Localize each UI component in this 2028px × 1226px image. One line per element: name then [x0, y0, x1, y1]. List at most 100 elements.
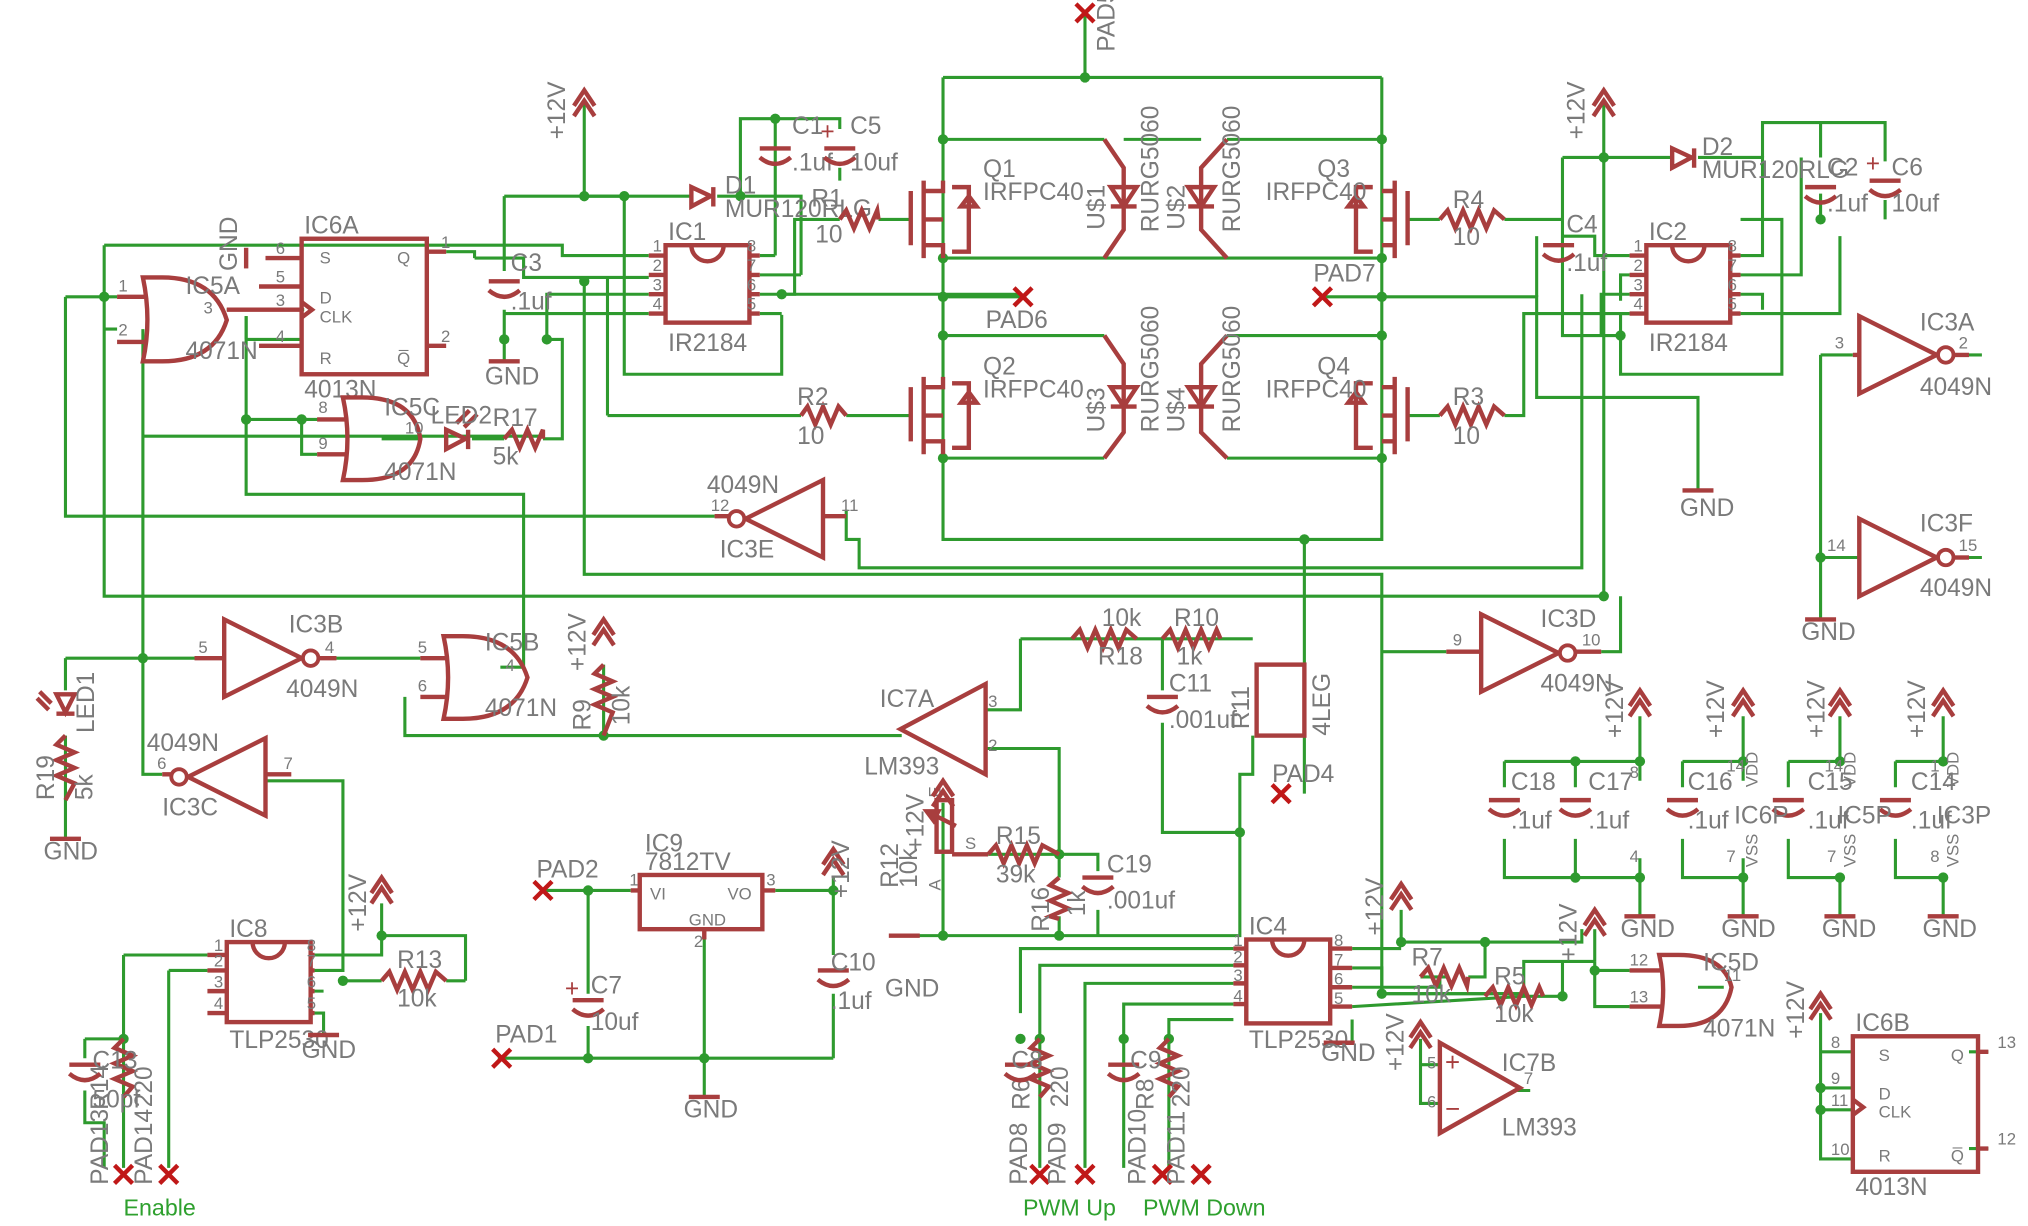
svg-text:+12V: +12V [1703, 680, 1730, 739]
gnd-11: GND [1822, 914, 1876, 943]
svg-text:9: 9 [1831, 1069, 1840, 1088]
svg-text:10k: 10k [608, 685, 635, 725]
ic9-name: IC9 [645, 831, 683, 858]
vcc-8: +12V [1556, 903, 1607, 961]
ic3e: 4049N IC3E 12 11 [707, 472, 859, 564]
svg-text:10: 10 [1831, 1140, 1850, 1159]
svg-text:5: 5 [1334, 989, 1343, 1008]
svg-text:A: A [925, 878, 944, 890]
svg-text:12: 12 [1997, 1130, 2016, 1149]
svg-text:VDD: VDD [1742, 752, 1761, 787]
ic3b: IC3B 4049N 5 4 [194, 611, 358, 703]
svg-text:8: 8 [1831, 1033, 1840, 1052]
net-enable: Enable [124, 1195, 196, 1221]
vcc-10: +12V [1602, 680, 1653, 738]
svg-text:PAD14: PAD14 [131, 1109, 158, 1185]
vcc-2: +12V [1563, 81, 1616, 139]
svg-text:2: 2 [441, 327, 450, 346]
svg-text:4: 4 [1630, 847, 1639, 866]
svg-text:C11: C11 [1169, 671, 1212, 698]
svg-text:2: 2 [118, 321, 127, 340]
vcc-5: +12V [903, 776, 956, 852]
pad10: PAD10 [1125, 1109, 1173, 1185]
us3-name: U$3 [1083, 387, 1110, 432]
svg-text:.1uf: .1uf [792, 149, 833, 176]
ic1-name: IC1 [668, 219, 706, 246]
svg-text:VDD: VDD [1840, 752, 1859, 787]
q4: Q4 IRFPC40 [1266, 353, 1410, 455]
svg-text:PAD7: PAD7 [1313, 260, 1375, 287]
svg-text:10k: 10k [397, 986, 437, 1013]
svg-text:C13: C13 [93, 1048, 138, 1075]
ic8-name: IC8 [229, 916, 267, 943]
ic3c-name: IC3C [162, 795, 218, 822]
svg-text:220: 220 [1047, 1066, 1074, 1107]
gnd-3: GND [1801, 617, 1856, 646]
svg-text:GND: GND [1923, 916, 1977, 943]
gnd-4: GND [44, 836, 98, 865]
ic3f: IC3F 4049N 14 15 [1827, 511, 1992, 603]
svg-text:VSS: VSS [1742, 834, 1761, 868]
net-labels: Enable PWM Up PWM Down [124, 1195, 1266, 1221]
svg-text:10k: 10k [896, 848, 923, 888]
svg-text:C9: C9 [1130, 1048, 1161, 1075]
svg-text:R2: R2 [797, 384, 828, 411]
q4-part: IRFPC40 [1266, 376, 1367, 403]
svg-text:R16: R16 [1028, 887, 1055, 932]
ic4: IC4 TLP2530 1 2 3 4 8 7 6 5 [1233, 913, 1353, 1054]
gnd-8: GND [1321, 1040, 1375, 1067]
svg-text:R17: R17 [493, 405, 538, 432]
q2: Q2 IRFPC40 [908, 353, 1084, 455]
svg-text:S: S [965, 834, 976, 853]
us3-part: RURG5060 [1138, 306, 1165, 433]
svg-text:10: 10 [1453, 423, 1480, 450]
svg-text:9: 9 [1453, 630, 1462, 649]
svg-text:C10: C10 [831, 949, 876, 976]
q2-name: Q2 [983, 353, 1016, 380]
svg-text:R4: R4 [1453, 187, 1484, 214]
supply-pins: 84 IC6P 14 VDD 7 VSS IC5P 14 VDD 7 VSS I… [1630, 752, 1992, 867]
svg-text:PAD1: PAD1 [495, 1022, 557, 1049]
svg-text:4: 4 [276, 327, 285, 346]
svg-text:+: + [820, 118, 834, 145]
svg-text:10: 10 [1582, 630, 1601, 649]
svg-text:2: 2 [988, 736, 997, 755]
svg-text:5: 5 [1728, 295, 1737, 314]
ic7b: + − IC7B LM393 5 6 7 [1427, 1038, 1577, 1142]
svg-text:R7: R7 [1411, 944, 1442, 971]
svg-text:+12V: +12V [903, 793, 930, 852]
svg-text:PAD11: PAD11 [1163, 1111, 1190, 1185]
svg-text:10: 10 [815, 222, 842, 249]
svg-text:4: 4 [506, 656, 515, 675]
svg-text:7: 7 [1334, 950, 1343, 969]
ic3d: IC3D 4049N 9 10 [1446, 606, 1613, 698]
svg-text:13: 13 [1630, 988, 1649, 1007]
q3-part: IRFPC40 [1266, 179, 1367, 206]
svg-text:GND: GND [1801, 619, 1855, 646]
us1: U$1 RURG5060 [1083, 106, 1165, 260]
net-pwm-up: PWM Up [1023, 1195, 1116, 1221]
us4-part: RURG5060 [1219, 306, 1246, 433]
pad5: PAD5 [1074, 0, 1121, 52]
svg-text:7: 7 [1524, 1069, 1533, 1088]
svg-text:1k: 1k [1177, 644, 1204, 671]
svg-text:R14: R14 [87, 1065, 114, 1110]
gnd-5: GND [885, 933, 939, 1002]
svg-text:1k: 1k [1064, 890, 1091, 917]
ic4-part: TLP2530 [1249, 1027, 1348, 1054]
vcc-7: +12V [1362, 877, 1414, 936]
ic5b-part: 4071N [485, 695, 557, 722]
svg-text:C17: C17 [1588, 769, 1633, 796]
ic3e-part: 4049N [707, 472, 779, 499]
vcc-12: +12V [1803, 680, 1853, 738]
svg-text:7: 7 [307, 952, 316, 971]
svg-text:10k: 10k [1411, 982, 1451, 1009]
svg-text:1: 1 [653, 237, 662, 256]
svg-text:C3: C3 [511, 250, 542, 277]
svg-text:C19: C19 [1107, 851, 1152, 878]
svg-text:S: S [1879, 1046, 1890, 1065]
svg-text:GND: GND [689, 910, 726, 929]
pad2: PAD2 [532, 857, 599, 902]
svg-text:1: 1 [629, 870, 638, 889]
svg-text:1: 1 [214, 936, 223, 955]
